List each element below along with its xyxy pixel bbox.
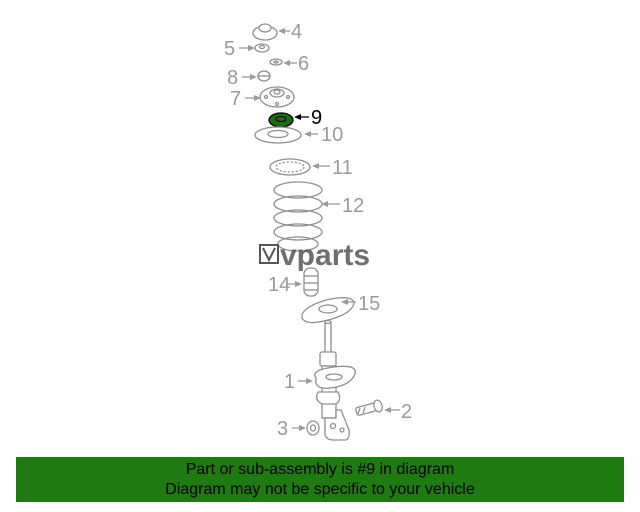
callout-2: 2 [384,401,412,423]
watermark-logo: vparts [259,239,370,272]
callout-7-label: 7 [230,88,241,110]
part-10-upper-seat [254,126,302,144]
callout-6-label: 6 [298,53,309,75]
part-9-bearing-highlighted [268,112,294,128]
watermark-text: vparts [280,239,370,272]
callout-3: 3 [277,418,306,440]
callout-3-label: 3 [277,418,288,440]
callout-5: 5 [224,38,255,60]
part-7-strut-mount [259,86,295,108]
callout-4: 4 [278,21,302,43]
part-15-lower-insulator [301,296,355,324]
callout-5-label: 5 [224,38,235,60]
callout-1-label: 1 [284,371,295,393]
callout-14: 14 [268,274,302,296]
callout-12-label: 12 [342,195,364,217]
callout-7: 7 [230,88,261,110]
part-4-nut-cap [252,23,278,41]
callout-11-label: 11 [332,157,353,179]
callout-4-label: 4 [291,21,302,43]
callout-6: 6 [283,53,309,75]
banner-line-2: Diagram may not be specific to your vehi… [165,480,475,498]
callout-1: 1 [284,371,313,393]
callout-8-label: 8 [227,67,238,89]
callout-9-label: 9 [311,107,322,129]
callout-11: 11 [312,157,353,179]
exploded-parts-diagram: 4 5 6 8 7 [224,21,412,441]
callout-15-label: 15 [358,293,380,315]
banner-line-1: Part or sub-assembly is #9 in diagram [185,460,455,478]
part-14-bump-stop [303,267,319,297]
part-2-bolt [355,399,383,416]
callout-9: 9 [294,107,322,129]
part-1-strut-assembly [314,319,356,441]
callout-8: 8 [227,67,257,89]
part-12-coil-spring [273,181,323,252]
part-3-nut [306,420,320,436]
callout-14-label: 14 [268,274,290,296]
part-6-small-washer [269,58,283,66]
part-11-spring-insulator [269,158,311,176]
part-5-washer [254,43,270,53]
info-banner: Part or sub-assembly is #9 in diagram Di… [16,457,624,502]
callout-15: 15 [341,293,380,315]
callout-10-label: 10 [321,124,343,146]
callout-10: 10 [304,124,343,146]
callout-12: 12 [321,195,364,217]
part-8-nut [257,70,271,82]
callout-2-label: 2 [401,401,412,423]
